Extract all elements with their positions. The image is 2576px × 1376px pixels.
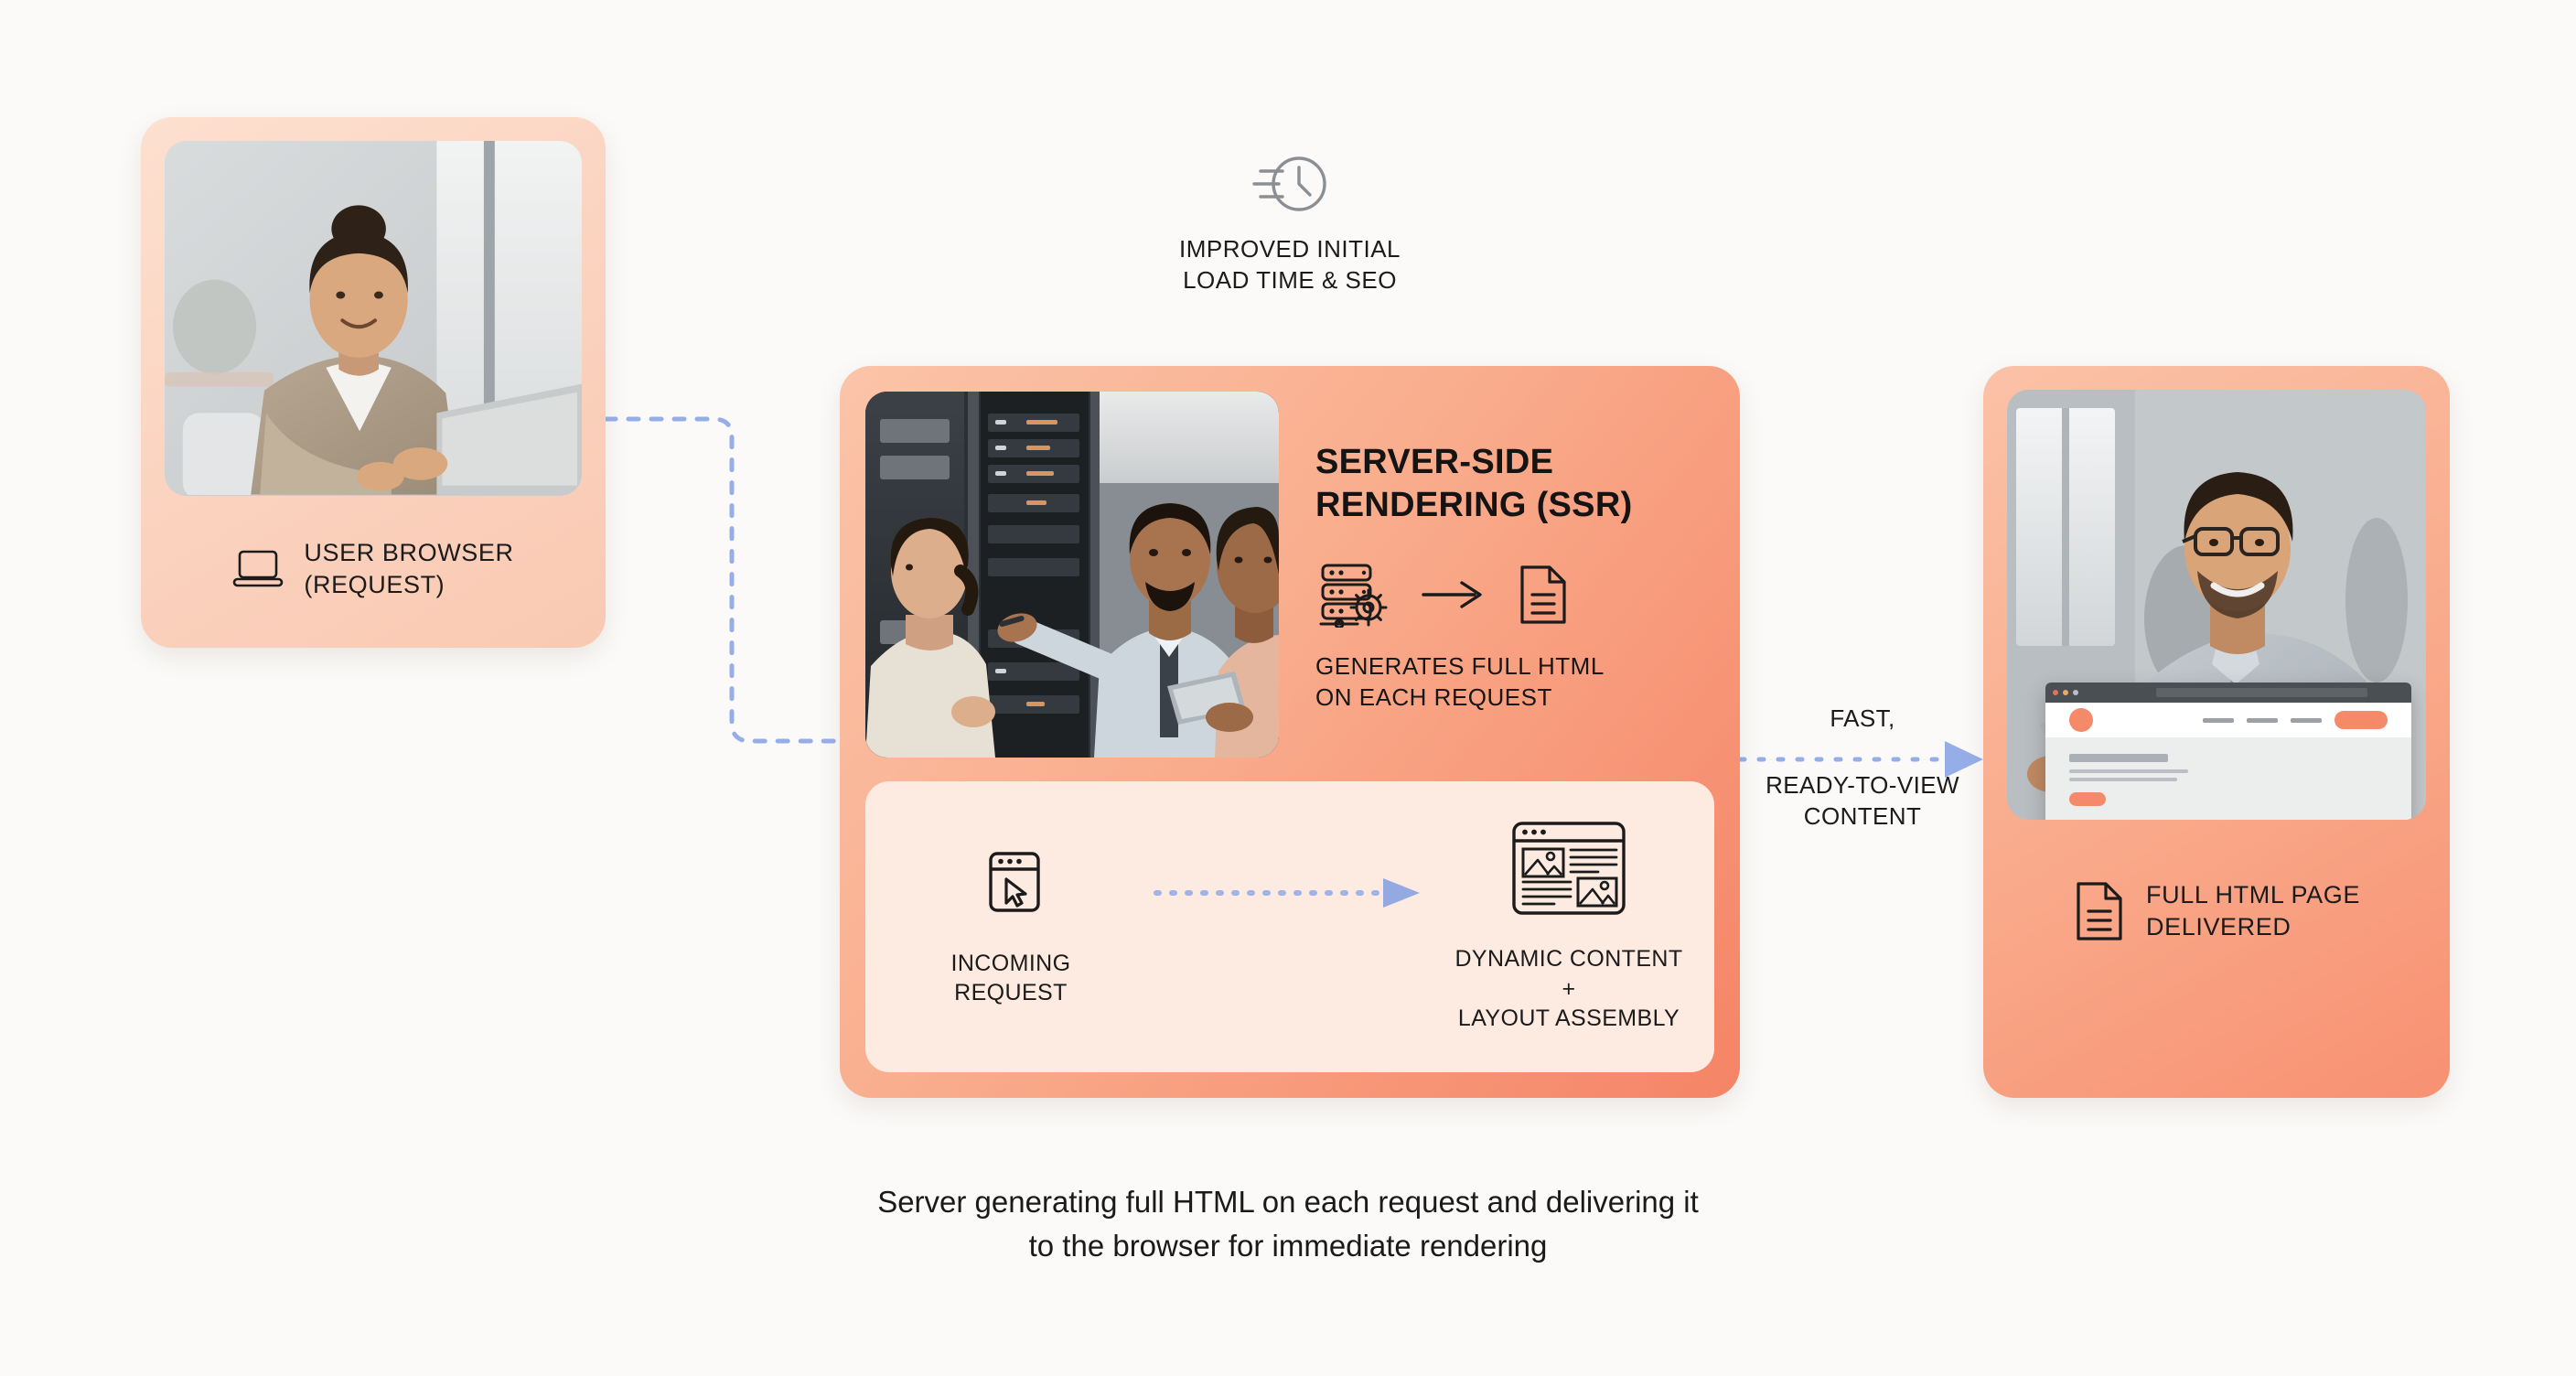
- browser-cursor-icon: [989, 851, 1040, 912]
- annotation-improved-load-time: IMPROVED INITIAL LOAD TIME & SEO: [1162, 151, 1418, 296]
- mockup-nav-link[interactable]: [2291, 717, 2322, 723]
- photo-illustration: [865, 392, 1279, 758]
- mockup-logo: [2069, 708, 2093, 732]
- window-dot-maximize: [2073, 690, 2078, 695]
- mockup-hero-section: [2045, 737, 2411, 820]
- data-center-photo: [865, 392, 1279, 758]
- user-browser-photo: [165, 141, 582, 496]
- mockup-nav-link[interactable]: [2203, 717, 2234, 723]
- document-icon: [2077, 882, 2122, 941]
- mockup-url-bar: [2156, 688, 2367, 697]
- annotation-fast-ready-to-view: FAST, READY-TO-VIEW CONTENT: [1745, 704, 1980, 833]
- user-browser-label: USER BROWSER (REQUEST): [304, 539, 514, 598]
- speed-clock-icon: [1252, 156, 1326, 211]
- ssr-subtitle: GENERATES FULL HTML ON EACH REQUEST: [1315, 652, 1605, 712]
- full-html-page-footer: FULL HTML PAGE DELIVERED: [2007, 820, 2426, 1003]
- server-side-rendering-card[interactable]: SERVER-SIDE RENDERING (SSR): [840, 366, 1740, 1098]
- mockup-cta-button[interactable]: [2334, 711, 2388, 729]
- dynamic-content-label: DYNAMIC CONTENT + LAYOUT ASSEMBLY: [1454, 946, 1683, 1032]
- photo-illustration: [165, 141, 582, 495]
- mockup-titlebar: [2045, 683, 2411, 703]
- ssr-title: SERVER-SIDE RENDERING (SSR): [1315, 443, 1633, 525]
- rendered-page-mockup[interactable]: [2045, 683, 2411, 820]
- mockup-navbar: [2045, 703, 2411, 737]
- window-dot-close: [2053, 690, 2058, 695]
- ssr-text-column: SERVER-SIDE RENDERING (SSR): [1303, 392, 1714, 758]
- mockup-hero-button[interactable]: [2069, 792, 2106, 806]
- window-dot-minimize: [2063, 690, 2068, 695]
- annotation-right-line1: FAST,: [1830, 704, 1895, 732]
- page-layout-icon: [1512, 822, 1626, 915]
- delivered-page-photo: [2007, 390, 2426, 820]
- annotation-top-text: IMPROVED INITIAL LOAD TIME & SEO: [1178, 235, 1401, 295]
- user-browser-card[interactable]: USER BROWSER (REQUEST): [141, 117, 606, 648]
- diagram-caption: Server generating full HTML on each requ…: [877, 1185, 1699, 1263]
- document-icon: [1520, 565, 1566, 624]
- incoming-request-label: INCOMING REQUEST: [950, 950, 1071, 1006]
- user-browser-footer: USER BROWSER (REQUEST): [165, 496, 582, 642]
- dynamic-content-cell: DYNAMIC CONTENT + LAYOUT ASSEMBLY: [1454, 820, 1683, 1034]
- full-html-page-label: FULL HTML PAGE DELIVERED: [2146, 881, 2360, 941]
- incoming-request-cell: INCOMING REQUEST: [896, 846, 1125, 1008]
- inner-dotted-arrow: [1125, 875, 1454, 911]
- ssr-top-section: SERVER-SIDE RENDERING (SSR): [865, 392, 1714, 758]
- arrow-right-icon: [1422, 581, 1482, 609]
- mockup-nav-link[interactable]: [2247, 717, 2278, 723]
- server-gear-icon: [1319, 564, 1388, 629]
- laptop-icon: [233, 550, 284, 587]
- ssr-inner-panel: INCOMING REQUEST: [865, 781, 1714, 1072]
- full-html-page-card[interactable]: FULL HTML PAGE DELIVERED: [1983, 366, 2450, 1098]
- annotation-right-line2: READY-TO-VIEW CONTENT: [1766, 771, 1959, 831]
- ssr-icon-row: [1317, 562, 1714, 629]
